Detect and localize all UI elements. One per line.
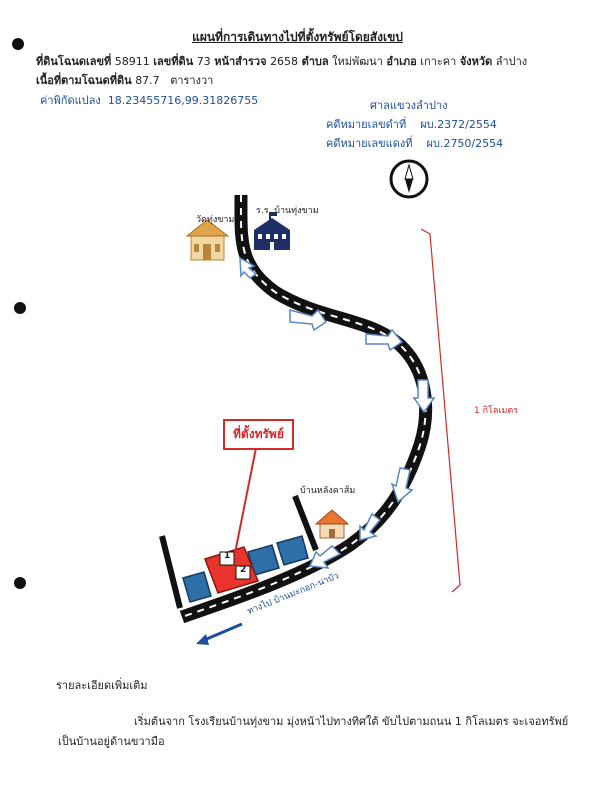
coord-value: 18.23455716,99.31826755 (107, 94, 259, 107)
compass-icon (389, 159, 429, 199)
side-road-right (292, 494, 319, 552)
deed-number: 58911 (114, 55, 150, 68)
court-name: ศาลแขวงลำปาง (370, 99, 448, 112)
details-text-line-1: เริ่มต้นจาก โรงเรียนบ้านทุ่งขาม มุ่งหน้า… (134, 715, 569, 728)
area-label: เนื้อที่ตามโฉนดที่ดิน (36, 74, 132, 87)
direction-arrow-icon (412, 379, 436, 414)
distance-bracket (420, 228, 461, 593)
direction-arrow-icon (289, 308, 328, 332)
side-road-left (159, 535, 183, 609)
deed-label: ที่ดินโฉนดเลขที่ (36, 55, 112, 68)
plot-number-1: 1 (224, 551, 231, 561)
punch-hole (14, 302, 26, 314)
deed-line-2: เนื้อที่ตามโฉนดที่ดิน 87.7 ตารางวา (36, 71, 213, 89)
subdistrict-label: ตำบล (301, 55, 329, 68)
school-icon (254, 212, 290, 250)
temple-icon (185, 219, 230, 261)
details-heading: รายละเอียดเพิ่มเติม (56, 679, 148, 692)
red-case-number: ผบ.2750/2554 (426, 137, 504, 150)
plot-number-2: 2 (240, 565, 247, 575)
coord-line: ค่าพิกัดแปลง 18.23455716,99.31826755 (40, 91, 258, 109)
black-case-number: ผบ.2372/2554 (420, 118, 497, 131)
temple-label: วัดทุ่งขาม (196, 215, 235, 225)
page-title: แผนที่การเดินทางไปที่ตั้งทรัพย์โดยสังเขป (192, 30, 403, 44)
property-label: ที่ตั้งทรัพย์ (223, 419, 294, 450)
area-unit: ตารางวา (170, 74, 214, 87)
province: ลำปาง (495, 55, 528, 68)
direction-arrow-icon (308, 544, 342, 569)
subdistrict: ใหม่พัฒนา (332, 55, 383, 68)
district-label: อำเภอ (386, 55, 417, 68)
property-pointer (234, 447, 257, 554)
punch-hole (12, 38, 24, 50)
area-value: 87.7 (135, 74, 160, 87)
punch-hole (14, 577, 26, 589)
red-case: คดีหมายเลขแดงที่ ผบ.2750/2554 (326, 134, 503, 152)
black-case: คดีหมายเลขดำที่ ผบ.2372/2554 (326, 115, 497, 133)
house-icon (314, 509, 350, 539)
direction-arrow-icon (365, 328, 404, 352)
coord-label: ค่าพิกัดแปลง (40, 94, 101, 107)
land-number: 73 (196, 55, 211, 68)
distance-label: 1 กิโลเมตร (474, 406, 519, 416)
direction-arrows (239, 256, 436, 569)
survey-number: 2658 (270, 55, 299, 68)
details-text-line-2: เป็นบ้านอยู่ด้านขวามือ (58, 735, 165, 748)
deed-line-1: ที่ดินโฉนดเลขที่ 58911 เลขที่ดิน 73 หน้า… (36, 52, 527, 70)
direction-arrow-icon (239, 256, 258, 279)
survey-label: หน้าสำรวจ (214, 55, 267, 68)
district: เกาะคา (420, 55, 457, 68)
black-case-label: คดีหมายเลขดำที่ (326, 118, 407, 131)
province-label: จังหวัด (459, 55, 493, 68)
direction-arrow-icon (359, 512, 382, 541)
house-label: บ้านหลังคาส้ม (300, 486, 356, 496)
property-marker (204, 546, 260, 594)
red-case-label: คดีหมายเลขแดงที่ (326, 137, 413, 150)
land-label: เลขที่ดิน (153, 55, 194, 68)
direction-arrow-icon (196, 622, 243, 645)
direction-arrow-icon (390, 467, 414, 504)
school-label: ร.ร. บ้านทุ่งขาม (256, 206, 319, 216)
